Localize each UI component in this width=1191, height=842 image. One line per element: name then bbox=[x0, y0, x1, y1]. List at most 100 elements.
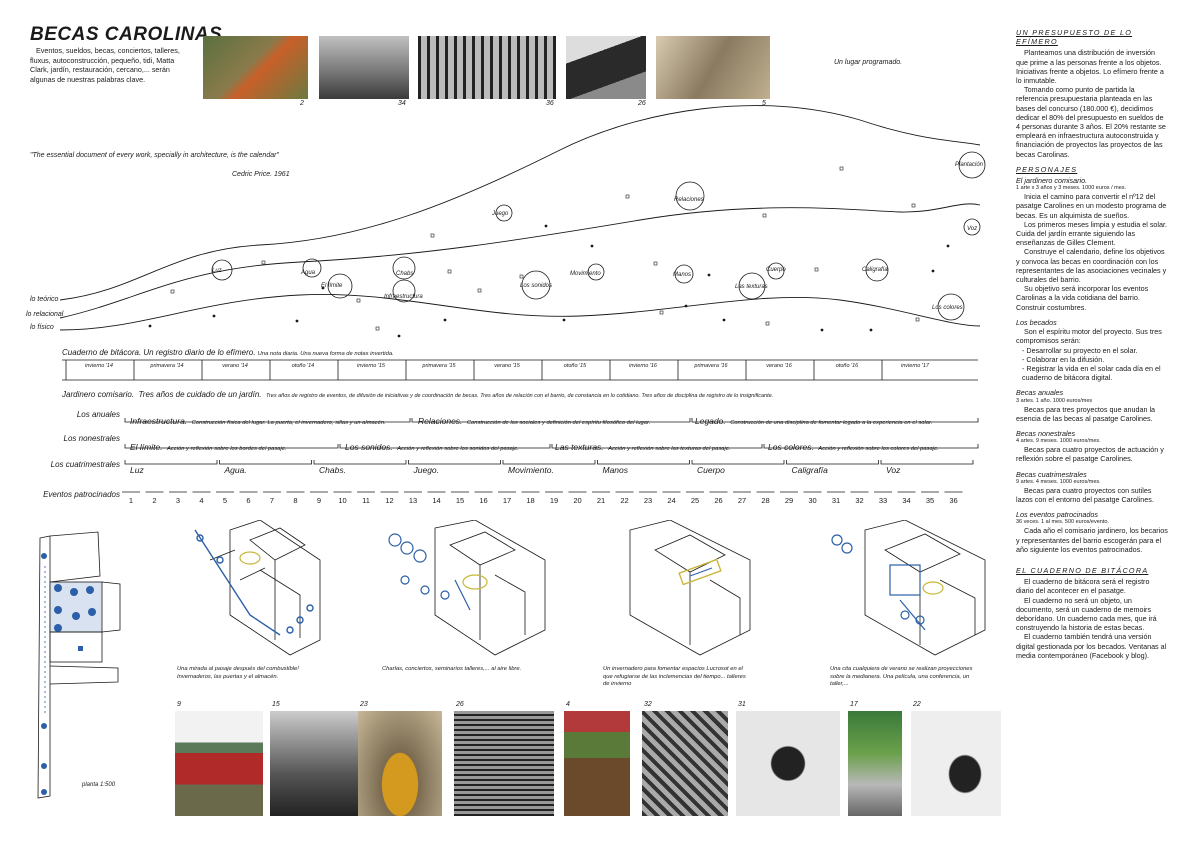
cuatrimestral-item: Agua. bbox=[224, 465, 247, 475]
event-circle-movimiento bbox=[587, 263, 605, 281]
bottom-photo-1 bbox=[175, 711, 263, 816]
nonestrales-item-3: Las texturas. Acción y reflexión sobre l… bbox=[555, 442, 731, 452]
row-label-nonestrales: Los nonestrales bbox=[63, 434, 120, 443]
event-label-agua: Agua bbox=[301, 270, 316, 276]
bottom-photo-7-num: 31 bbox=[738, 701, 746, 708]
event-label-chabs: Chabs bbox=[396, 271, 414, 277]
event-circle-voz bbox=[963, 218, 981, 236]
season-label: otoño '14 bbox=[291, 363, 315, 369]
event-number: 8 bbox=[293, 496, 298, 505]
jardinero-row: Jardinero comisario. Tres años de cuidad… bbox=[62, 384, 773, 402]
cuaderno-desc: Una nota diaria. Una nueva forma de nota… bbox=[257, 351, 394, 357]
nonestrales-bar-3 bbox=[551, 444, 763, 449]
jardinero-main: Tres años de cuidado de un jardín. bbox=[138, 390, 262, 399]
event-circle-colores bbox=[937, 293, 965, 321]
patro-small: 36 veces. 1 al mes. 500 euros/evento. bbox=[1016, 519, 1109, 526]
nonestrales-bar-1 bbox=[124, 444, 339, 449]
event-number: 5 bbox=[222, 496, 228, 505]
event-number: 10 bbox=[338, 496, 347, 505]
bottom-photo-8-num: 17 bbox=[850, 701, 858, 708]
jardinero-p2: Los primeros meses limpia y estudia el s… bbox=[1016, 219, 1168, 248]
timeline-curves-diagram bbox=[59, 105, 986, 338]
axonometric-4-caption: Una cita cualquiera de verano se realiza… bbox=[830, 666, 973, 687]
season-label: invierno '17 bbox=[901, 363, 929, 369]
lugar-label: Un lugar programado. bbox=[834, 59, 903, 66]
event-label-plantacion: Plantación bbox=[955, 162, 984, 168]
event-number: 29 bbox=[784, 496, 794, 505]
event-circle-texturas bbox=[738, 272, 766, 300]
cuatrimestral-bar bbox=[691, 460, 785, 465]
top-photo-4-num: 26 bbox=[638, 100, 646, 107]
event-number: 22 bbox=[620, 496, 629, 505]
axonometric-2 bbox=[388, 520, 546, 656]
season-label: otoño '15 bbox=[563, 363, 587, 369]
bottom-photo-9-num: 22 bbox=[913, 701, 921, 708]
curve-theoretical bbox=[59, 105, 981, 301]
curve-physical bbox=[59, 294, 981, 331]
cuaderno-p3: El cuaderno también tendrá una versión d… bbox=[1016, 632, 1167, 660]
bottom-photo-7 bbox=[736, 711, 840, 816]
nonestrales-bar-2 bbox=[339, 444, 551, 449]
event-number: 20 bbox=[573, 496, 582, 505]
season-label: primavera '14 bbox=[150, 363, 184, 369]
axonometric-2-caption: Charlas, conciertos, seminarios talleres… bbox=[382, 666, 522, 672]
nonestrales-p: Becas para cuatro proyectos de actuación… bbox=[1016, 445, 1164, 464]
top-photo-4 bbox=[566, 36, 646, 99]
event-number: 26 bbox=[714, 496, 723, 505]
bottom-photo-3 bbox=[358, 711, 442, 816]
event-number: 3 bbox=[175, 496, 181, 505]
cuaderno-p2: El cuaderno no será un objeto, un docume… bbox=[1016, 595, 1157, 633]
axonometric-1 bbox=[194, 520, 321, 656]
event-circle-plantacion bbox=[958, 151, 986, 179]
cuatrimestral-item: Voz bbox=[886, 465, 901, 475]
anuales-small: 3 artes. 1 año. 1000 euros/mes bbox=[1016, 397, 1093, 404]
becados-item-3: - Registrar la vida en el solar cada día… bbox=[1022, 363, 1161, 383]
bottom-photo-1-num: 9 bbox=[177, 701, 181, 708]
event-circle-agua bbox=[302, 258, 322, 278]
plan-scale-label: planta 1:500 bbox=[82, 782, 116, 788]
event-number: 4 bbox=[199, 496, 204, 505]
anuales-item-3: Legado. Construcción de una disciplina d… bbox=[695, 416, 933, 426]
jardinero-desc: Tres años de registro de eventos, de dif… bbox=[265, 393, 774, 399]
personajes-title: PERSONAJES bbox=[1016, 164, 1078, 174]
season-label: invierno '16 bbox=[629, 363, 657, 369]
event-number: 1 bbox=[128, 496, 134, 505]
cuaderno-row: Cuaderno de bitácora. Un registro diario… bbox=[62, 348, 394, 357]
event-number: 16 bbox=[479, 496, 488, 505]
bottom-photo-4-num: 26 bbox=[456, 701, 464, 708]
cuatrimestral-bar bbox=[313, 460, 407, 465]
event-number: 13 bbox=[408, 496, 418, 505]
season-label: primavera '15 bbox=[422, 363, 456, 369]
event-number: 27 bbox=[737, 496, 747, 505]
season-label: otoño '16 bbox=[835, 363, 859, 369]
anuales-bar-2 bbox=[411, 418, 691, 423]
event-label-infraestructura: Infraestructura bbox=[384, 294, 423, 300]
event-label-movimiento: Movimiento bbox=[570, 271, 601, 277]
event-circle-sonidos bbox=[521, 270, 551, 300]
patro-p: Cada año el comisario jardinero, los bec… bbox=[1016, 526, 1168, 554]
becados-item-2: - Colaborar en la difusión. bbox=[1022, 354, 1105, 364]
cuatrimestral-bar bbox=[880, 460, 974, 465]
cuatri-small: 9 artes. 4 meses. 1000 euros/mes. bbox=[1016, 478, 1101, 485]
cuatrimestral-bar bbox=[124, 460, 218, 465]
anuales-item-2: Relaciones. Construcción de las sociales… bbox=[418, 416, 651, 426]
top-photo-2 bbox=[319, 36, 409, 99]
season-label: primavera '16 bbox=[694, 363, 728, 369]
site-plan bbox=[37, 531, 121, 799]
top-photo-3-num: 36 bbox=[546, 100, 554, 107]
event-label-cuerpo: Cuerpo bbox=[766, 267, 786, 273]
event-number: 28 bbox=[761, 496, 770, 505]
event-number: 30 bbox=[808, 496, 817, 505]
top-photo-1-num: 2 bbox=[300, 100, 304, 107]
event-number: 21 bbox=[596, 496, 606, 505]
event-label-sonidos: Los sonidos bbox=[520, 283, 553, 289]
jardinero-p1: Inicia el camino para convertir el nº12 … bbox=[1016, 192, 1167, 220]
season-axis bbox=[62, 359, 978, 381]
event-number: 25 bbox=[690, 496, 700, 505]
event-label-juego: Juego bbox=[492, 211, 509, 217]
event-label-luz: Luz bbox=[212, 268, 222, 274]
curve-label-physical: lo físico bbox=[30, 324, 54, 331]
jardinero-title: Jardinero comisario. bbox=[62, 390, 135, 399]
presupuesto-p1: Planteamos una distribución de inversión… bbox=[1016, 48, 1164, 86]
cedric-price-quote: "The essential document of every work, s… bbox=[30, 152, 279, 159]
